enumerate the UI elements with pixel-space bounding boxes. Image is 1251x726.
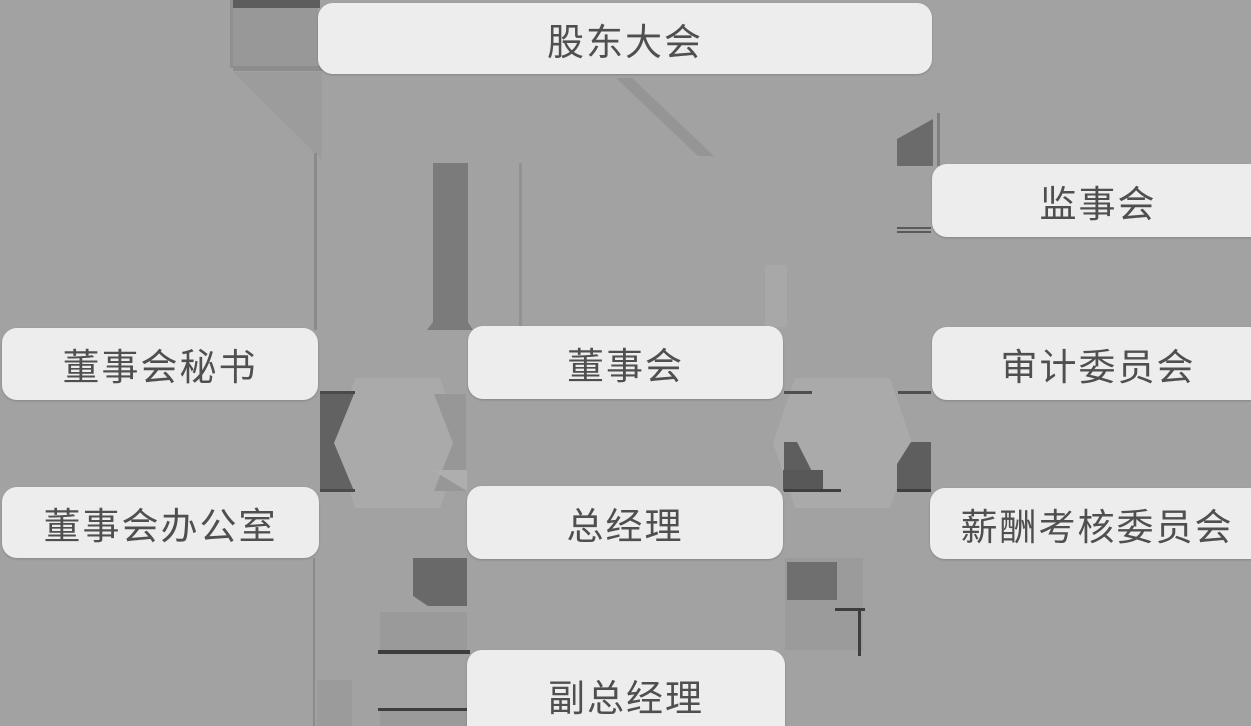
connector-shareholders-to-supervisory — [616, 78, 940, 233]
node-board-office: 董事会办公室 — [2, 487, 319, 558]
node-board-secretary: 董事会秘书 — [2, 328, 318, 400]
node-audit-committee: 审计委员会 — [932, 327, 1251, 400]
connector-shareholders-to-board — [314, 153, 787, 330]
node-board-of-directors: 董事会 — [468, 326, 783, 399]
node-shareholders-meeting: 股东大会 — [318, 3, 932, 74]
node-supervisory-board: 监事会 — [932, 164, 1251, 237]
node-compensation-committee: 薪酬考核委员会 — [930, 488, 1251, 559]
node-deputy-general-manager: 副总经理 — [467, 650, 785, 726]
node-general-manager: 总经理 — [467, 486, 783, 559]
connector-board-to-left-nodes — [320, 378, 467, 508]
connector-gm-to-deputy — [313, 558, 865, 726]
connector-board-to-right-nodes — [773, 378, 931, 508]
